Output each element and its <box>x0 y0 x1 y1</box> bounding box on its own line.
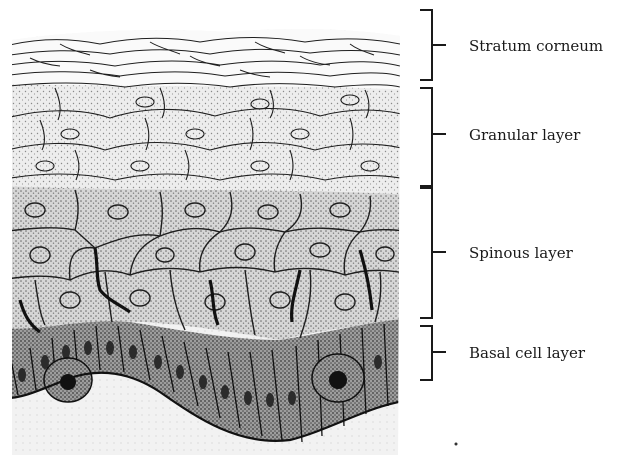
label-basal-cell-layer: Basal cell layer <box>469 344 586 362</box>
bracket-spinous <box>420 188 446 318</box>
granular-band <box>0 84 410 195</box>
stratum-corneum-band <box>0 20 410 95</box>
scan-speck <box>455 443 458 446</box>
bracket-granular <box>420 88 446 186</box>
label-stratum-corneum: Stratum corneum <box>469 37 603 55</box>
layer-brackets <box>420 10 446 380</box>
bracket-stratum-corneum <box>420 10 446 80</box>
label-granular-layer: Granular layer <box>469 126 581 144</box>
layer-labels: Stratum corneum Granular layer Spinous l… <box>469 37 603 362</box>
label-spinous-layer: Spinous layer <box>469 244 574 262</box>
bracket-basal <box>420 326 446 380</box>
epidermis-illustration <box>0 0 410 459</box>
